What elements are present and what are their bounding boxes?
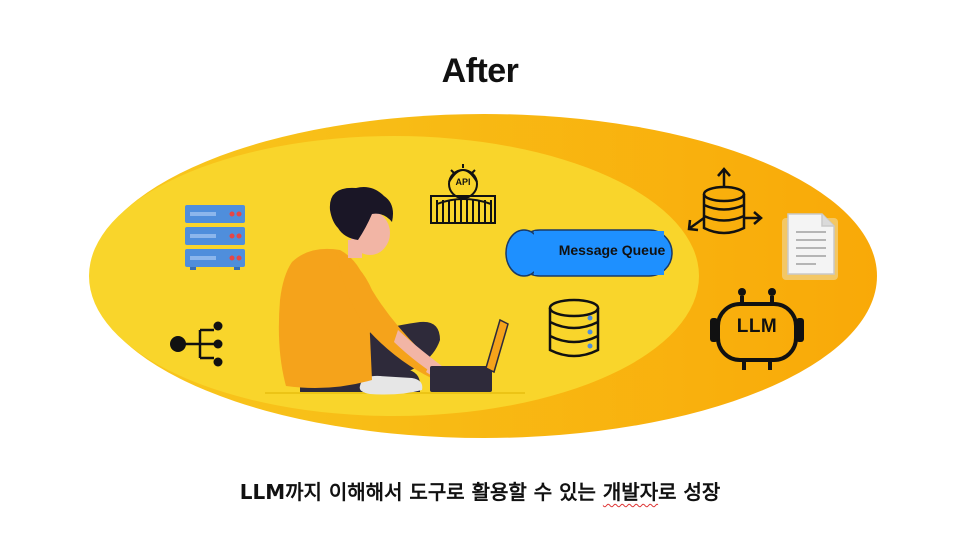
person-illustration (265, 187, 525, 395)
api-label: API (455, 177, 471, 187)
llm-robot-icon (710, 288, 804, 370)
caption-part-3: 로 성장 (658, 480, 721, 504)
message-queue-cylinder (505, 229, 673, 277)
server-rack-icon (185, 205, 245, 270)
database-icon (548, 298, 600, 358)
page-title: After (441, 52, 519, 90)
caption-part-2: 개발자 (602, 480, 659, 504)
message-queue-label: Message Queue (558, 242, 666, 258)
api-gateway-icon (430, 164, 496, 224)
caption: LLM까지 이해해서 도구로 활용할 수 있는 개발자로 성장 (0, 476, 960, 505)
llm-label: LLM (736, 316, 778, 337)
caption-part-1: LLM까지 이해해서 도구로 활용할 수 있는 (239, 480, 603, 504)
database-sync-icon (687, 167, 763, 235)
network-tree-icon (170, 321, 223, 367)
document-icon (782, 213, 838, 280)
